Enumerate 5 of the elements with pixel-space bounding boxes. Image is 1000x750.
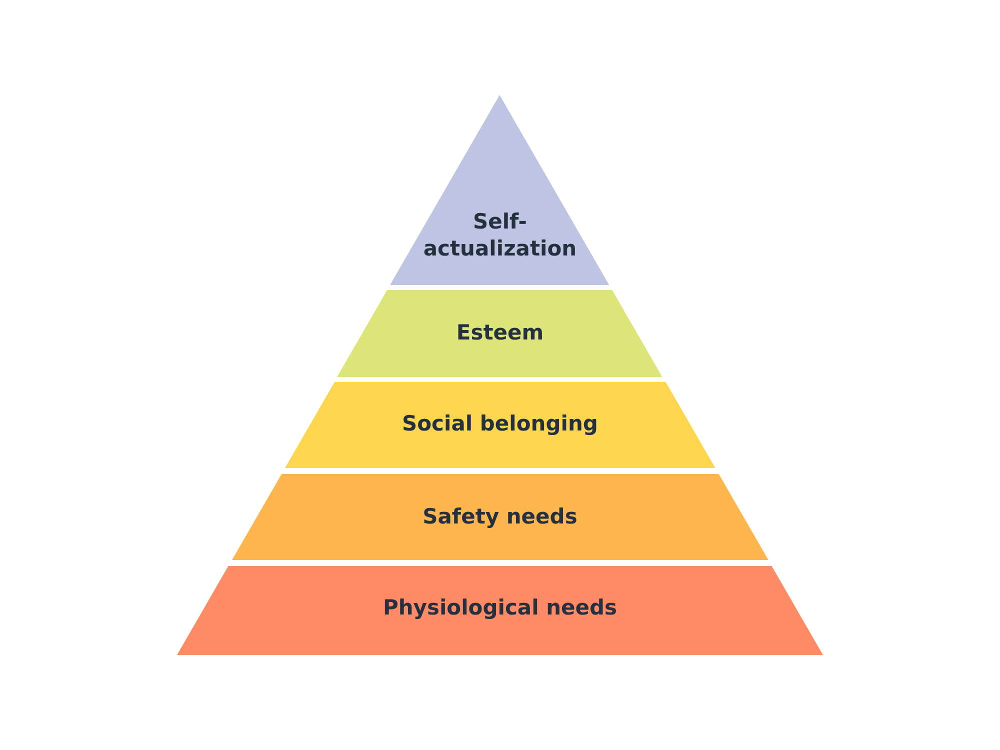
tier-label: Safety needs <box>422 503 578 530</box>
tier-label: Esteem <box>456 319 544 346</box>
tier-label: Social belonging <box>402 410 598 438</box>
tier-label: Physiological needs <box>382 594 618 622</box>
tier-label: Self-actualization <box>422 208 578 263</box>
